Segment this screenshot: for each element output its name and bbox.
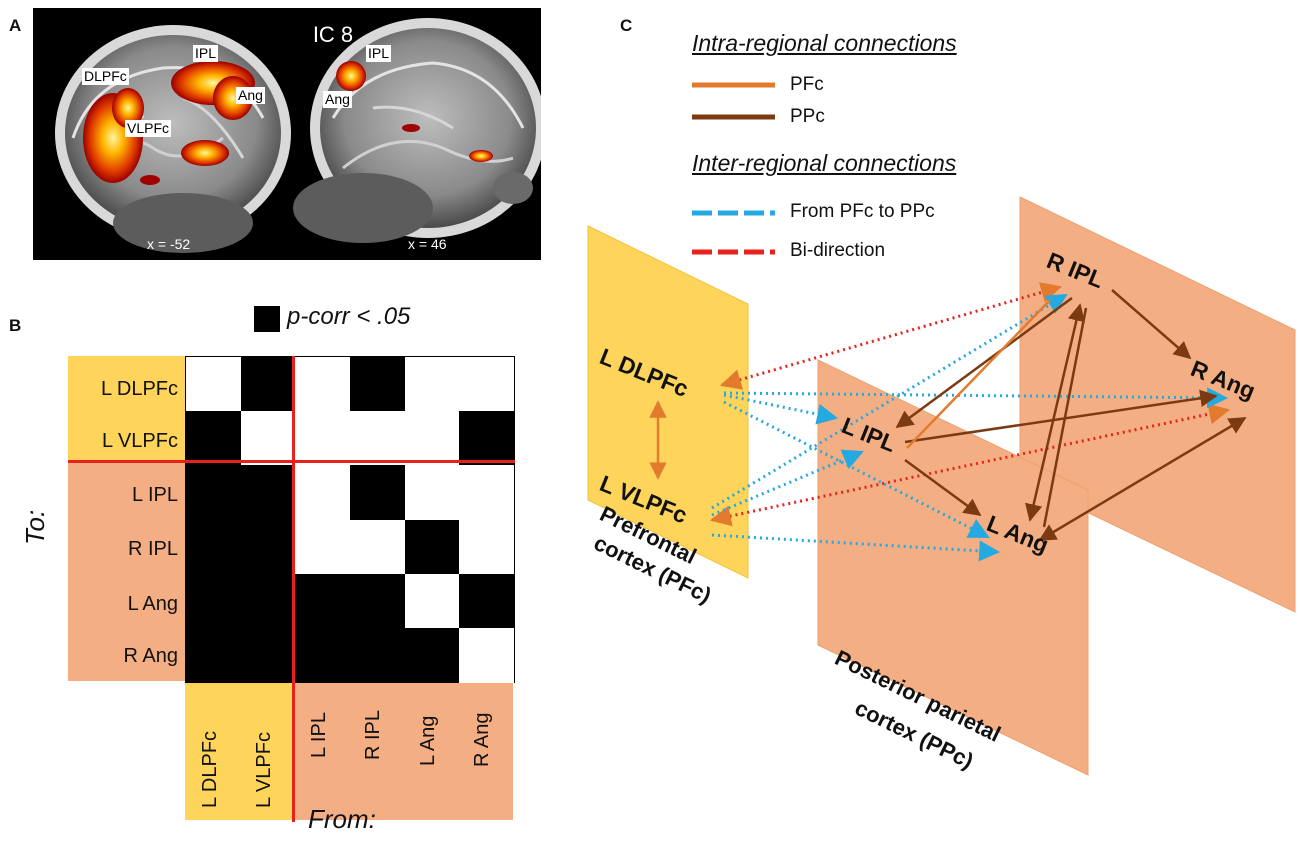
matrix-cell xyxy=(186,627,241,683)
edge-lang-rang xyxy=(1038,416,1247,542)
matrix-cell xyxy=(350,357,405,412)
matrix-cell xyxy=(350,519,405,575)
edge-lipl-ripl-orange xyxy=(906,299,1051,449)
matrix-cell xyxy=(240,357,296,412)
left-slice-coordinate: x = -52 xyxy=(147,236,191,252)
panel-c-letter: C xyxy=(620,16,633,35)
legend-bidirection-label: Bi-direction xyxy=(790,240,886,261)
matrix-cell xyxy=(186,519,241,575)
legend-pfc-to-ppc-label: From PFc to PPc xyxy=(790,201,935,222)
edge-dlpfc-lipl xyxy=(723,393,839,425)
matrix-cell xyxy=(240,465,296,521)
matrix-cell xyxy=(350,411,405,467)
matrix-cell xyxy=(240,627,296,683)
label-vlpfc: VLPFc xyxy=(125,120,172,137)
panel-b-letter: B xyxy=(9,316,22,335)
matrix-cell xyxy=(295,465,351,521)
brain-images: IC 8 x = -52 x = 46 DLPFc IPL Ang VLPFc … xyxy=(33,8,541,260)
matrix-cell xyxy=(295,627,351,683)
edge-ripl-rang xyxy=(1111,289,1192,360)
matrix-cell xyxy=(186,465,241,521)
column-group-ppc xyxy=(293,682,513,820)
matrix-cell xyxy=(295,573,351,629)
edge-lipl-lang xyxy=(904,458,982,517)
matrix-divider-horizontal xyxy=(68,460,515,463)
row-label-l-dlpfc: L DLPFc xyxy=(100,378,178,400)
edge-ripl-lang xyxy=(1025,303,1085,522)
ic-title: IC 8 xyxy=(312,22,354,47)
matrix-cell xyxy=(240,411,296,467)
edge-rang-lang xyxy=(1042,307,1088,528)
matrix-cell xyxy=(295,411,351,467)
row-label-r-ipl: R IPL xyxy=(127,538,178,560)
matrix-cell xyxy=(459,357,515,412)
legend-ppc-label: PPc xyxy=(790,106,825,127)
matrix-cell xyxy=(350,627,405,683)
label-dlpfc: DLPFc xyxy=(82,68,129,85)
significance-legend-swatch xyxy=(254,306,280,332)
edge-dlpfc-lang xyxy=(723,400,990,539)
label-ipl-left: IPL xyxy=(193,45,219,62)
matrix-cell xyxy=(404,465,460,521)
significance-legend-label: p-corr < .05 xyxy=(287,303,411,330)
matrix-cell xyxy=(404,519,460,575)
matrix-cell xyxy=(404,627,460,683)
legend-pfc-label: PFc xyxy=(790,74,824,95)
label-ang-left: Ang xyxy=(236,87,265,104)
matrix-cell xyxy=(186,357,241,412)
row-label-l-ang: L Ang xyxy=(127,593,178,615)
matrix-cell xyxy=(459,627,515,683)
matrix-divider-vertical xyxy=(292,356,295,822)
matrix-cell xyxy=(295,519,351,575)
matrix-cell xyxy=(459,573,515,629)
right-slice-coordinate: x = 46 xyxy=(408,236,447,252)
edge-dlpfc-ripl xyxy=(719,282,1063,390)
matrix-cell xyxy=(240,573,296,629)
legend-intra-heading: Intra-regional connections xyxy=(692,30,957,56)
matrix-cell xyxy=(459,519,515,575)
row-label-l-vlpfc: L VLPFc xyxy=(102,430,178,452)
matrix-cell xyxy=(404,357,460,412)
matrix-cell xyxy=(404,411,460,467)
column-axis-title: From: xyxy=(308,804,376,834)
row-label-r-ang: R Ang xyxy=(123,645,178,667)
matrix-cell xyxy=(459,411,515,467)
row-group-pfc xyxy=(68,356,185,461)
legend-inter-heading: Inter-regional connections xyxy=(692,150,957,176)
pfc-plane xyxy=(587,225,749,579)
matrix-cell xyxy=(459,465,515,521)
matrix-cell xyxy=(404,573,460,629)
label-ipl-right: IPL xyxy=(366,45,392,62)
row-label-l-ipl: L IPL xyxy=(132,484,178,506)
label-ang-right: Ang xyxy=(323,91,352,108)
panel-a-letter: A xyxy=(9,16,22,35)
row-group-ppc xyxy=(68,461,185,681)
matrix-cell xyxy=(295,357,351,412)
connectivity-matrix xyxy=(185,356,515,683)
matrix-cell xyxy=(350,465,405,521)
matrix-cell xyxy=(240,519,296,575)
matrix-cell xyxy=(186,573,241,629)
matrix-cell xyxy=(186,411,241,467)
column-group-pfc xyxy=(185,682,293,820)
matrix-cell xyxy=(350,573,405,629)
